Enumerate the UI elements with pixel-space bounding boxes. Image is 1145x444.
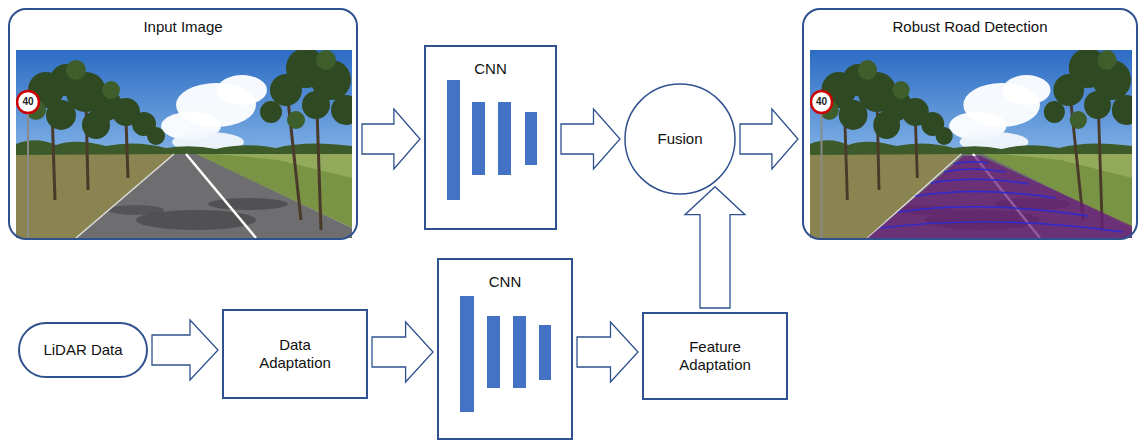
block-arrow: [685, 187, 745, 308]
block-arrow: [372, 322, 433, 382]
road-photo: [16, 48, 361, 238]
block-arrow: [152, 320, 218, 380]
block-arrow: [740, 109, 798, 169]
source-box-text: LiDAR Data: [43, 341, 122, 359]
sign-number: 40: [816, 97, 827, 107]
cnn-box-text: CNN: [489, 273, 522, 291]
process-box-text: Feature Adaptation: [665, 338, 765, 374]
block-arrow: [362, 109, 420, 169]
cnn-box: CNN: [437, 258, 573, 440]
image-panel-text: Input Image: [143, 18, 222, 36]
process-box: Data Adaptation: [222, 309, 368, 399]
circle-outline: [625, 84, 735, 194]
road-photo: [810, 48, 1141, 238]
process-box-text: Data Adaptation: [245, 336, 345, 372]
source-box: LiDAR Data: [18, 322, 148, 378]
cnn-layers: [447, 80, 551, 412]
image-panel: Input Image: [8, 8, 358, 240]
cnn-box-text: CNN: [474, 60, 507, 78]
block-arrow: [577, 322, 638, 382]
cnn-box: CNN: [424, 45, 557, 230]
result-panel: Robust Road Detection: [802, 8, 1138, 240]
fusion-circle: Fusion: [624, 83, 736, 195]
road-mask: [867, 156, 1131, 238]
block-arrow: [561, 109, 620, 169]
fusion-circle-text: Fusion: [657, 130, 702, 148]
result-panel-text: Robust Road Detection: [892, 18, 1047, 36]
process-box: Feature Adaptation: [642, 312, 788, 400]
sign-number: 40: [22, 97, 33, 107]
